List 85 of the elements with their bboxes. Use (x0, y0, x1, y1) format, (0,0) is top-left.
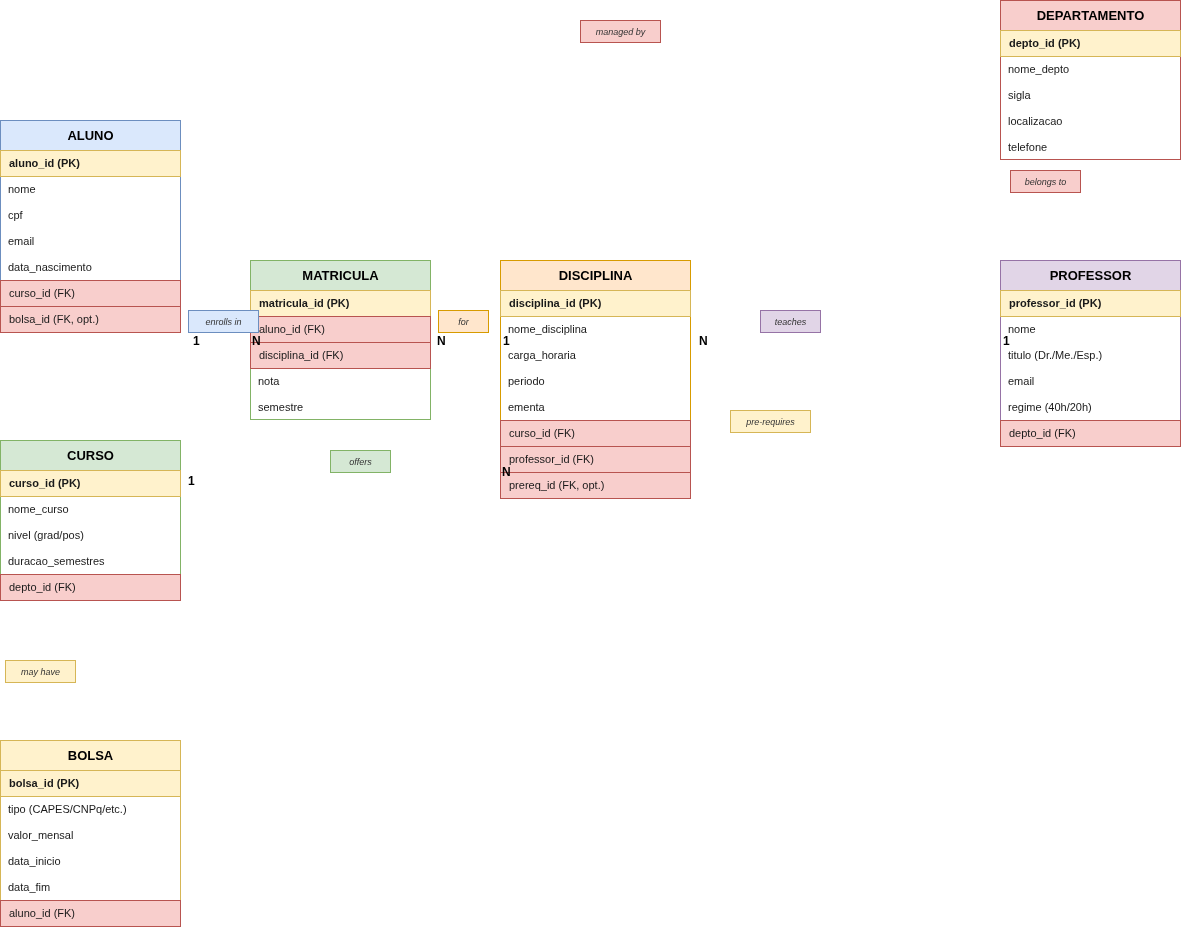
foreign-key-row (1000, 420, 1181, 447)
entity-table (1000, 0, 1181, 160)
primary-key-row (0, 150, 181, 177)
field-name: disciplina_id (FK) (259, 350, 344, 361)
table-header: DISCIPLINA (500, 260, 691, 291)
field-name: titulo (Dr./Me./Esp.) (1008, 349, 1103, 361)
cardinality-label: N (502, 466, 511, 478)
field-name: nome_disciplina (508, 323, 587, 335)
field-name: localizacao (1008, 115, 1063, 127)
field-name: cpf (8, 209, 23, 221)
field-name: bolsa_id (FK, opt.) (9, 314, 99, 325)
foreign-key-row (0, 900, 181, 927)
primary-key-row (1000, 290, 1181, 317)
primary-key-row (250, 290, 431, 317)
foreign-key-row (0, 574, 181, 601)
field-name: nome (1008, 323, 1036, 335)
table-header: ALUNO (0, 120, 181, 151)
entity-table (500, 260, 691, 498)
field-name: depto_id (FK) (1009, 428, 1076, 439)
table-header: PROFESSOR (1000, 260, 1181, 291)
field-name: regime (40h/20h) (1008, 401, 1092, 413)
field-name: prereq_id (FK, opt.) (509, 480, 605, 491)
field-name: depto_id (FK) (9, 582, 76, 593)
entity-table (0, 440, 181, 600)
cardinality-label: 1 (188, 475, 195, 487)
relationship-tag: enrolls in (188, 310, 259, 333)
field-name: semestre (258, 401, 304, 413)
field-name: periodo (508, 375, 545, 387)
field-name: data_fim (8, 881, 51, 893)
relationship-tag: teaches (760, 310, 821, 333)
field-name: professor_id (FK) (509, 454, 594, 465)
field-name: matricula_id (PK) (259, 298, 350, 309)
table-header: MATRICULA (250, 260, 431, 291)
primary-key-row (0, 470, 181, 497)
foreign-key-row (0, 306, 181, 333)
relationship-tag: may have (5, 660, 76, 683)
field-name: nota (258, 375, 280, 387)
field-name: nivel (grad/pos) (8, 529, 84, 541)
field-name: telefone (1008, 141, 1048, 153)
entity-table (1000, 260, 1181, 446)
primary-key-row (500, 290, 691, 317)
field-name: bolsa_id (PK) (9, 778, 80, 789)
cardinality-label: N (699, 335, 708, 347)
field-name: curso_id (PK) (9, 478, 81, 489)
cardinality-label: N (252, 335, 261, 347)
field-name: carga_horaria (508, 349, 576, 361)
primary-key-row (0, 770, 181, 797)
relationship-tag: belongs to (1010, 170, 1081, 193)
primary-key-row (1000, 30, 1181, 57)
field-name: email (1008, 375, 1035, 387)
field-name: curso_id (FK) (9, 288, 76, 299)
relationship-tag: managed by (580, 20, 661, 43)
foreign-key-row (0, 280, 181, 307)
relationship-tag: offers (330, 450, 391, 473)
field-name: sigla (1008, 89, 1031, 101)
cardinality-label: N (437, 335, 446, 347)
entity-table (0, 120, 181, 332)
field-name: depto_id (PK) (1009, 38, 1081, 49)
entity-table (0, 740, 181, 926)
field-name: aluno_id (PK) (9, 158, 80, 169)
field-name: data_nascimento (8, 261, 92, 273)
table-header: DEPARTAMENTO (1000, 0, 1181, 31)
field-name: tipo (CAPES/CNPq/etc.) (8, 803, 127, 815)
field-name: nome (8, 183, 36, 195)
entity-table (250, 260, 431, 420)
relationship-tag: pre-requires (730, 410, 811, 433)
field-name: professor_id (PK) (1009, 298, 1102, 309)
cardinality-label: 1 (193, 335, 200, 347)
cardinality-label: 1 (1003, 335, 1010, 347)
field-name: curso_id (FK) (509, 428, 576, 439)
field-name: data_inicio (8, 855, 61, 867)
relationship-tag: for (438, 310, 489, 333)
field-name: disciplina_id (PK) (509, 298, 602, 309)
cardinality-label: 1 (503, 335, 510, 347)
foreign-key-row (500, 420, 691, 447)
field-name: valor_mensal (8, 829, 74, 841)
field-name: ementa (508, 401, 545, 413)
field-name: aluno_id (FK) (9, 908, 76, 919)
table-header: CURSO (0, 440, 181, 471)
field-name: duracao_semestres (8, 555, 105, 567)
field-name: nome_depto (1008, 63, 1070, 75)
field-name: email (8, 235, 35, 247)
field-name: aluno_id (FK) (259, 324, 326, 335)
table-header: BOLSA (0, 740, 181, 771)
field-name: nome_curso (8, 503, 69, 515)
